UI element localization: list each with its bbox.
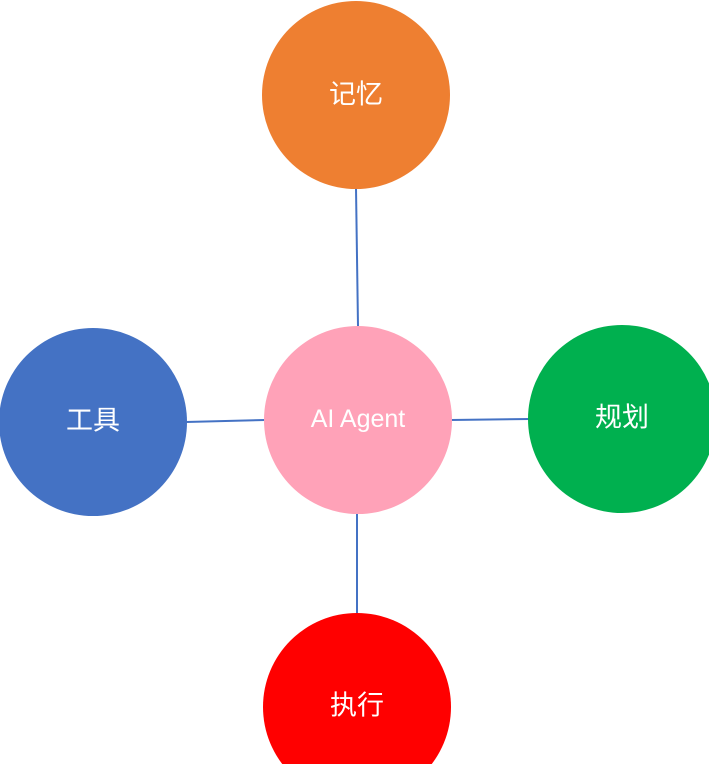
connector-top	[355, 187, 359, 327]
node-ai-agent-circle	[264, 326, 452, 514]
node-ai-agent: AI Agent	[264, 326, 452, 514]
node-memory: 记忆	[262, 1, 450, 189]
node-planning-label: 规划	[595, 403, 649, 434]
node-tools: 工具	[0, 328, 187, 516]
connector-right	[450, 418, 531, 421]
node-tools-circle	[0, 328, 187, 516]
connector-left	[185, 419, 266, 423]
node-tools-label: 工具	[66, 406, 120, 437]
node-memory-label: 记忆	[329, 80, 383, 111]
node-memory-circle	[262, 1, 450, 189]
node-planning-circle	[528, 325, 709, 513]
node-planning: 规划	[528, 325, 709, 513]
node-ai-agent-label: AI Agent	[311, 405, 406, 433]
node-execution: 执行	[263, 613, 451, 764]
node-execution-label: 执行	[330, 691, 384, 722]
node-execution-circle	[263, 613, 451, 764]
